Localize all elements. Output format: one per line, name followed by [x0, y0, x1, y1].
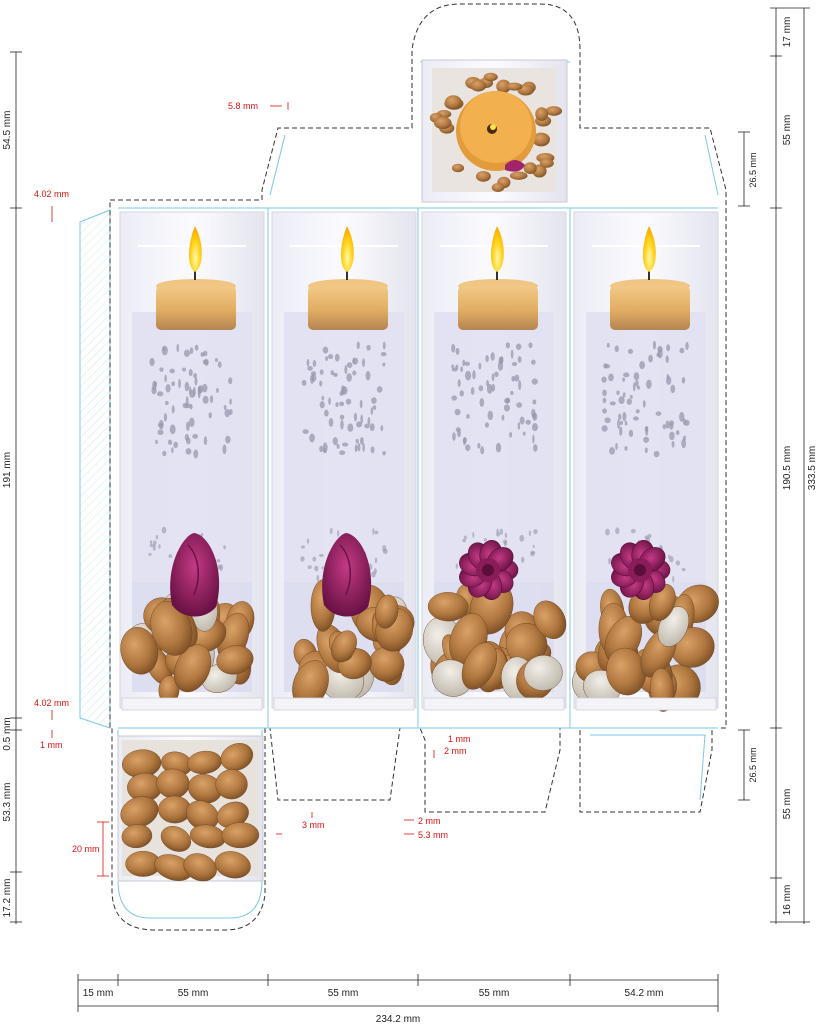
- pebble: [533, 600, 567, 639]
- pebble: [451, 163, 465, 173]
- pebble: [509, 171, 528, 180]
- dim-bottom-54-2: 54.2 mm: [625, 988, 664, 999]
- dim-right-top-flap: 17 mm: [782, 17, 793, 48]
- dim-inner-bottom: 26.5 mm: [748, 747, 758, 782]
- pebble: [545, 106, 563, 116]
- rose-flower: [459, 540, 519, 600]
- glue-flap: [79, 209, 111, 729]
- dim-gap-3: 3 mm: [302, 820, 325, 830]
- dimension-labels: 15 mm 55 mm 55 mm 55 mm 54.2 mm 234.2 mm…: [2, 17, 816, 1024]
- dim-right-total: 333.5 mm: [807, 446, 816, 490]
- pebble: [220, 743, 254, 771]
- dimension-lines: [10, 7, 810, 1012]
- rose-flower: [611, 540, 671, 600]
- pebble: [374, 594, 399, 629]
- rose-flower: [170, 533, 220, 617]
- pebble: [539, 158, 554, 168]
- flame-icon: [491, 226, 504, 272]
- pebble: [215, 769, 248, 800]
- pebble: [532, 132, 551, 147]
- panel-candle-tube: [572, 211, 719, 712]
- pebble: [160, 826, 192, 852]
- dim-gap-1: 1 mm: [40, 740, 63, 750]
- dim-left-top: 54.5 mm: [2, 111, 13, 150]
- dim-gap-2b: 2 mm: [444, 746, 467, 756]
- flame-icon: [189, 226, 202, 272]
- pebble: [483, 72, 498, 82]
- pebble: [496, 79, 511, 94]
- pebble: [444, 95, 462, 110]
- pebble: [649, 583, 676, 621]
- pebble: [535, 107, 549, 121]
- panel-candle-tube: [421, 211, 567, 711]
- rose-flower: [322, 533, 372, 617]
- tealight-candle: [308, 286, 388, 330]
- pebble: [120, 627, 159, 675]
- dim-gap-2a: 1 mm: [448, 734, 471, 744]
- flame-icon: [341, 226, 354, 272]
- panel-candle-tube: [119, 211, 265, 711]
- pebble: [121, 824, 153, 849]
- panels: [119, 211, 719, 712]
- top-lid-image: [421, 59, 568, 203]
- dim-depth-20: 20 mm: [72, 844, 100, 854]
- pebble: [491, 183, 505, 192]
- dim-bottom-total: 234.2 mm: [376, 1014, 420, 1024]
- dim-bottom-55-c: 55 mm: [479, 988, 510, 999]
- dim-left-lower: 53.3 mm: [2, 783, 13, 822]
- dim-top-offset: 5.8 mm: [228, 101, 258, 111]
- pebble: [214, 851, 251, 879]
- tealight-candle: [458, 286, 538, 330]
- pebble: [173, 644, 212, 693]
- dim-inner-top: 26.5 mm: [748, 152, 758, 187]
- red-dimension-marks: [51, 102, 435, 877]
- dim-bottom-55-a: 55 mm: [178, 988, 209, 999]
- dim-gap-2c: 2 mm: [418, 816, 441, 826]
- flame-icon: [643, 226, 656, 272]
- dim-gap-53: 5.3 mm: [418, 830, 448, 840]
- pebble: [433, 116, 452, 130]
- dim-right-bottom-flap: 16 mm: [782, 885, 793, 916]
- pebble: [331, 630, 357, 663]
- dim-glue-top: 4.02 mm: [34, 189, 69, 199]
- pebble: [475, 170, 491, 182]
- pebble: [523, 655, 563, 691]
- pebble: [221, 822, 260, 849]
- dim-glue-bottom: 4.02 mm: [34, 698, 69, 708]
- dim-left-gap: 0.5 mm: [2, 717, 13, 750]
- pebble: [523, 162, 537, 174]
- dim-right-bottom-lid: 55 mm: [782, 789, 793, 820]
- bottom-lid-image: [117, 735, 264, 882]
- cut-line-outline: [109, 3, 727, 931]
- pebble: [427, 592, 469, 622]
- pebble: [216, 645, 254, 675]
- dim-bottom-15: 15 mm: [83, 988, 114, 999]
- dim-right-body: 190.5 mm: [782, 446, 793, 490]
- pebble: [470, 79, 487, 92]
- dim-left-bottom: 17.2 mm: [2, 879, 13, 918]
- tealight-candle: [610, 286, 690, 330]
- dim-bottom-55-b: 55 mm: [328, 988, 359, 999]
- fold-lines: [117, 61, 719, 919]
- panel-candle-tube: [271, 211, 417, 711]
- pebble: [505, 82, 523, 91]
- dim-left-middle: 191 mm: [2, 452, 13, 488]
- pebble: [150, 600, 193, 656]
- pebble: [183, 853, 217, 882]
- tealight-candle: [156, 286, 236, 330]
- box-dieline: [79, 3, 727, 931]
- pebble: [461, 642, 498, 690]
- dim-right-top-lid: 55 mm: [782, 115, 793, 146]
